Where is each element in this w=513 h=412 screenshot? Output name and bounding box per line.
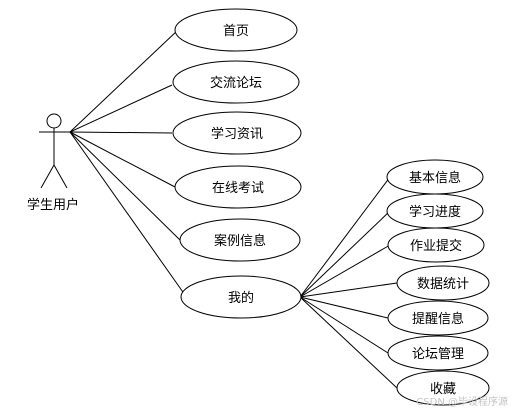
- use-case-reminder-info: 提醒信息: [387, 300, 489, 336]
- use-case-case-info: 案例信息: [179, 218, 301, 262]
- use-case-label: 学习资讯: [211, 126, 263, 142]
- use-case-forum: 交流论坛: [172, 60, 300, 104]
- use-case-label: 论坛管理: [412, 347, 464, 362]
- use-case-label: 作业提交: [410, 238, 462, 254]
- use-case-favorites: 收藏: [396, 370, 490, 406]
- connector-mine-study-progress: [299, 210, 391, 298]
- connector-actor-online-exam: [69, 131, 176, 188]
- connector-mine-reminder-info: [299, 296, 389, 319]
- connector-mine-favorites: [299, 296, 398, 389]
- use-case-label: 学习进度: [409, 204, 461, 220]
- use-case-study-progress: 学习进度: [386, 193, 484, 229]
- actor-head: [46, 113, 62, 129]
- connector-mine-data-stats: [299, 282, 398, 298]
- use-case-label: 案例信息: [214, 233, 266, 249]
- watermark: CSDN @毕设程序源: [416, 395, 508, 408]
- use-case-label: 交流论坛: [210, 75, 262, 91]
- connector-lines: [69, 29, 398, 389]
- actor-right-leg: [53, 164, 68, 189]
- connector-actor-mine: [69, 131, 186, 296]
- use-case-label: 在线考试: [212, 181, 264, 196]
- connector-actor-home: [69, 29, 179, 133]
- connector-actor-study-info: [69, 131, 173, 134]
- connector-mine-basic-info: [299, 176, 391, 298]
- connector-actor-forum: [69, 84, 173, 133]
- use-case-online-exam: 在线考试: [174, 165, 302, 209]
- use-case-label: 首页: [223, 24, 249, 39]
- use-case-mine: 我的: [180, 275, 302, 319]
- connector-mine-homework-submit: [299, 244, 391, 298]
- main-use-cases: 首页 交流论坛 学习资讯 在线考试 案例信息 我的: [172, 8, 302, 319]
- use-case-homework-submit: 作业提交: [387, 227, 485, 263]
- use-case-home: 首页: [174, 8, 298, 52]
- actor-student-user: 学生用户: [27, 113, 79, 213]
- use-case-label: 数据统计: [417, 277, 469, 292]
- use-case-label: 基本信息: [409, 170, 461, 186]
- mine-sub-use-cases: 基本信息 学习进度 作业提交 数据统计 提醒信息 论坛管理: [386, 159, 490, 406]
- use-case-study-info: 学习资讯: [172, 111, 302, 155]
- connector-mine-forum-manage: [299, 296, 389, 354]
- connector-actor-case-info: [69, 131, 181, 241]
- use-case-basic-info: 基本信息: [386, 159, 484, 195]
- use-case-label: 提醒信息: [412, 311, 464, 327]
- actor-label: 学生用户: [27, 197, 79, 213]
- use-case-data-stats: 数据统计: [396, 265, 490, 301]
- use-case-label: 我的: [228, 290, 254, 306]
- actor-left-leg: [40, 164, 55, 189]
- use-case-label: 收藏: [430, 382, 456, 397]
- use-case-forum-manage: 论坛管理: [387, 335, 489, 371]
